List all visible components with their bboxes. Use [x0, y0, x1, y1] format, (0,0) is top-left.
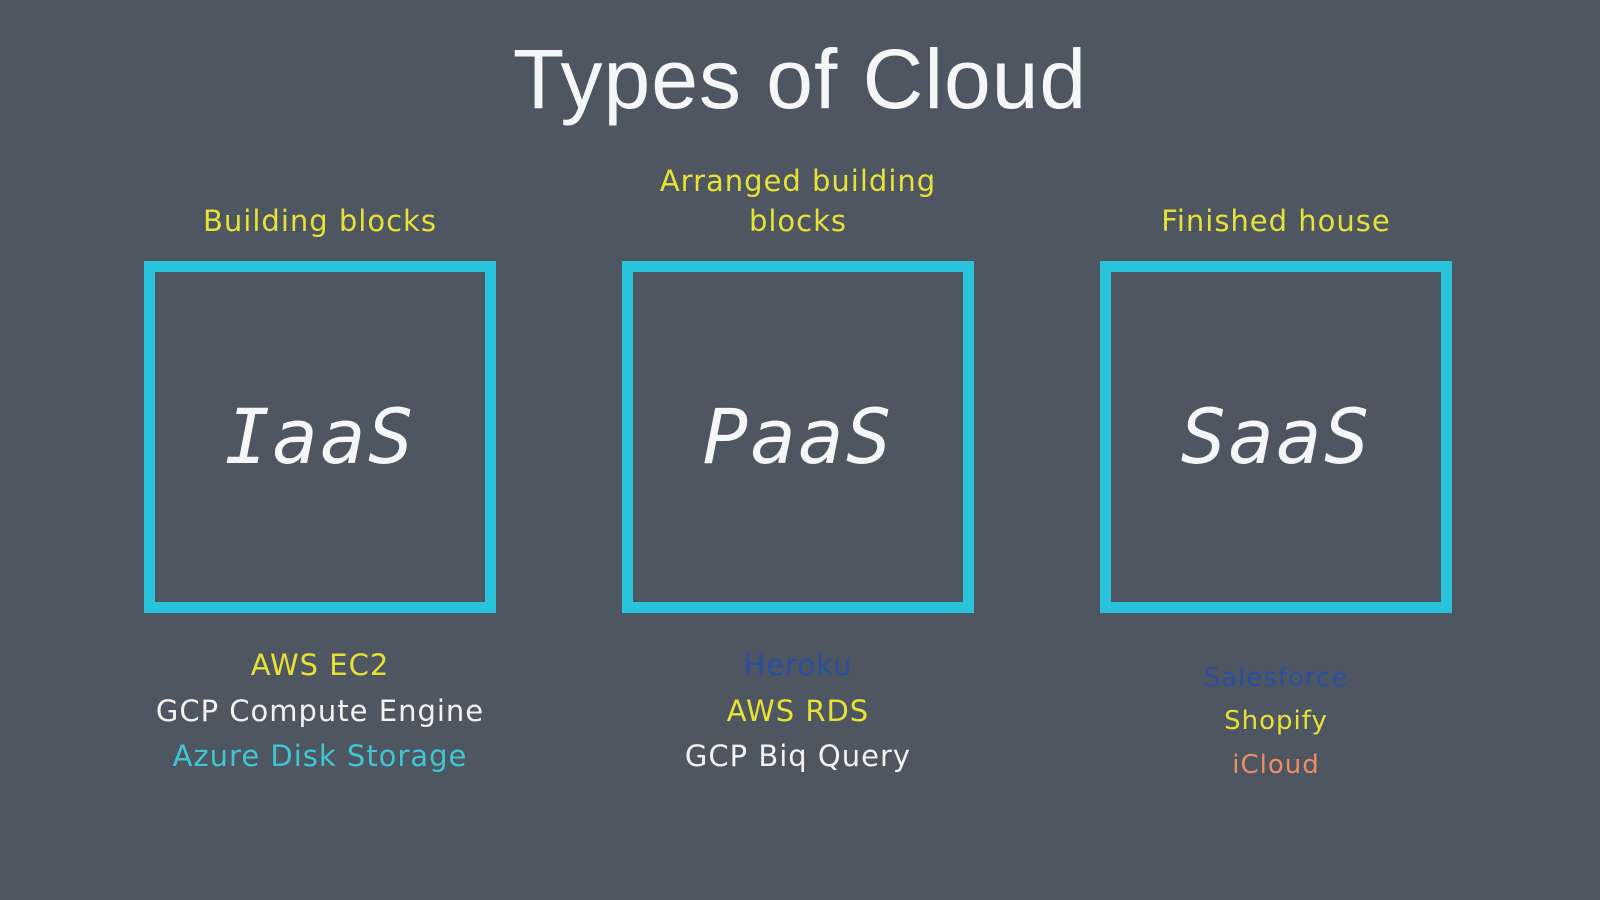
iaas-box-label: IaaS	[224, 392, 416, 482]
saas-box-label: SaaS	[1180, 392, 1372, 482]
column-iaas: Building blocks IaaS AWS EC2 GCP Compute…	[144, 151, 496, 788]
examples-paas: Heroku AWS RDS GCP Biq Query	[622, 643, 974, 780]
caption-area-saas: Finished house	[1100, 151, 1452, 261]
example-gcp-biq-query: GCP Biq Query	[684, 739, 912, 774]
example-salesforce: Salesforce	[1203, 662, 1349, 693]
example-aws-ec2: AWS EC2	[250, 647, 390, 682]
paas-box-label: PaaS	[702, 392, 894, 482]
example-aws-rds: AWS RDS	[726, 693, 870, 728]
example-azure-disk-storage: Azure Disk Storage	[172, 739, 468, 774]
caption-paas: Arranged building blocks	[659, 164, 937, 238]
example-icloud: iCloud	[1232, 750, 1320, 781]
examples-iaas: AWS EC2 GCP Compute Engine Azure Disk St…	[144, 643, 496, 780]
example-heroku: Heroku	[743, 647, 853, 682]
examples-saas: Salesforce Shopify iCloud	[1100, 657, 1452, 788]
cloud-type-columns: Building blocks IaaS AWS EC2 GCP Compute…	[0, 151, 1600, 788]
column-saas: Finished house SaaS Salesforce Shopify i…	[1100, 151, 1452, 788]
page-title: Types of Cloud	[512, 32, 1088, 126]
caption-area-paas: Arranged building blocks	[622, 151, 974, 261]
caption-area-iaas: Building blocks	[144, 151, 496, 261]
paas-box: PaaS	[622, 260, 974, 613]
iaas-box: IaaS	[144, 260, 496, 613]
example-gcp-compute-engine: GCP Compute Engine	[155, 693, 485, 728]
caption-saas: Finished house	[1161, 203, 1391, 238]
column-paas: Arranged building blocks PaaS Heroku AWS…	[622, 151, 974, 788]
caption-iaas: Building blocks	[203, 203, 437, 238]
saas-box: SaaS	[1100, 260, 1452, 613]
example-shopify: Shopify	[1224, 706, 1328, 737]
